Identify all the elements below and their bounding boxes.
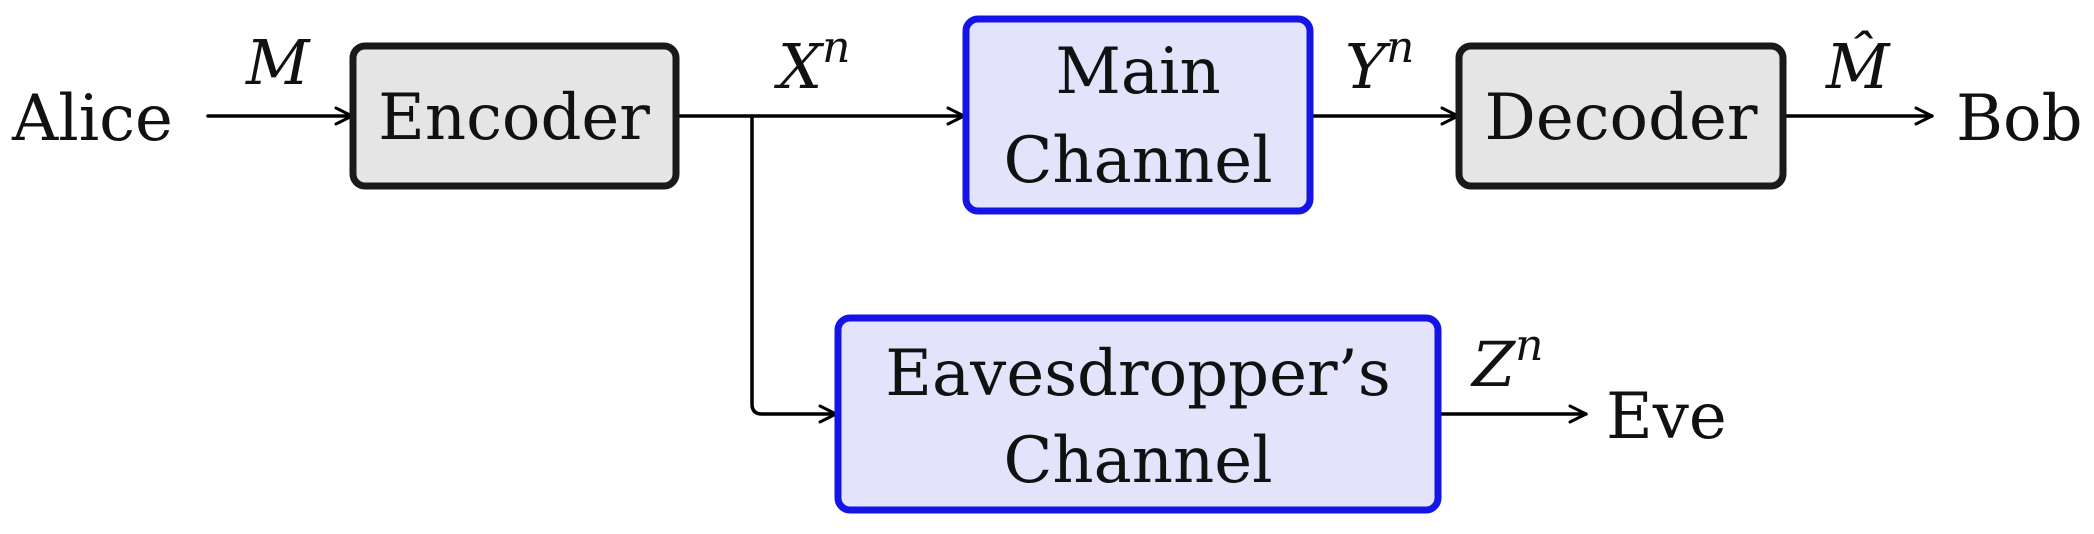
codeword-superscript: n <box>822 22 850 73</box>
eve-output-superscript: n <box>1515 320 1543 371</box>
main-channel-label-line1: Main <box>1055 35 1220 109</box>
encoder-to-eve-channel-arrow <box>750 114 838 424</box>
encoder-block: Encoder <box>349 42 680 190</box>
bob-label: Bob <box>1956 82 2083 156</box>
eve-channel-label-line2: Channel <box>1003 424 1272 498</box>
main-channel-block: Main Channel <box>962 15 1314 215</box>
codeword-signal-label: Xn <box>774 22 850 103</box>
main-channel-label-line2: Channel <box>1003 124 1272 198</box>
main-output-base: Y <box>1345 30 1391 103</box>
eve-label: Eve <box>1606 380 1727 454</box>
estimate-signal-label: M̂ <box>1825 30 1891 103</box>
codeword-base: X <box>774 30 825 103</box>
eve-output-base: Z <box>1470 328 1516 401</box>
main-output-superscript: n <box>1386 22 1414 73</box>
main-output-signal-label: Yn <box>1345 22 1414 103</box>
encoder-label: Encoder <box>378 81 650 155</box>
decoder-block: Decoder <box>1455 42 1787 190</box>
eve-channel-block: Eavesdropper’s Channel <box>834 314 1442 514</box>
alice-label: Alice <box>11 82 173 156</box>
eve-output-signal-label: Zn <box>1470 320 1543 401</box>
message-signal-label: M <box>245 26 311 99</box>
eve-channel-label-line1: Eavesdropper’s <box>885 337 1390 411</box>
decoder-label: Decoder <box>1485 81 1758 155</box>
